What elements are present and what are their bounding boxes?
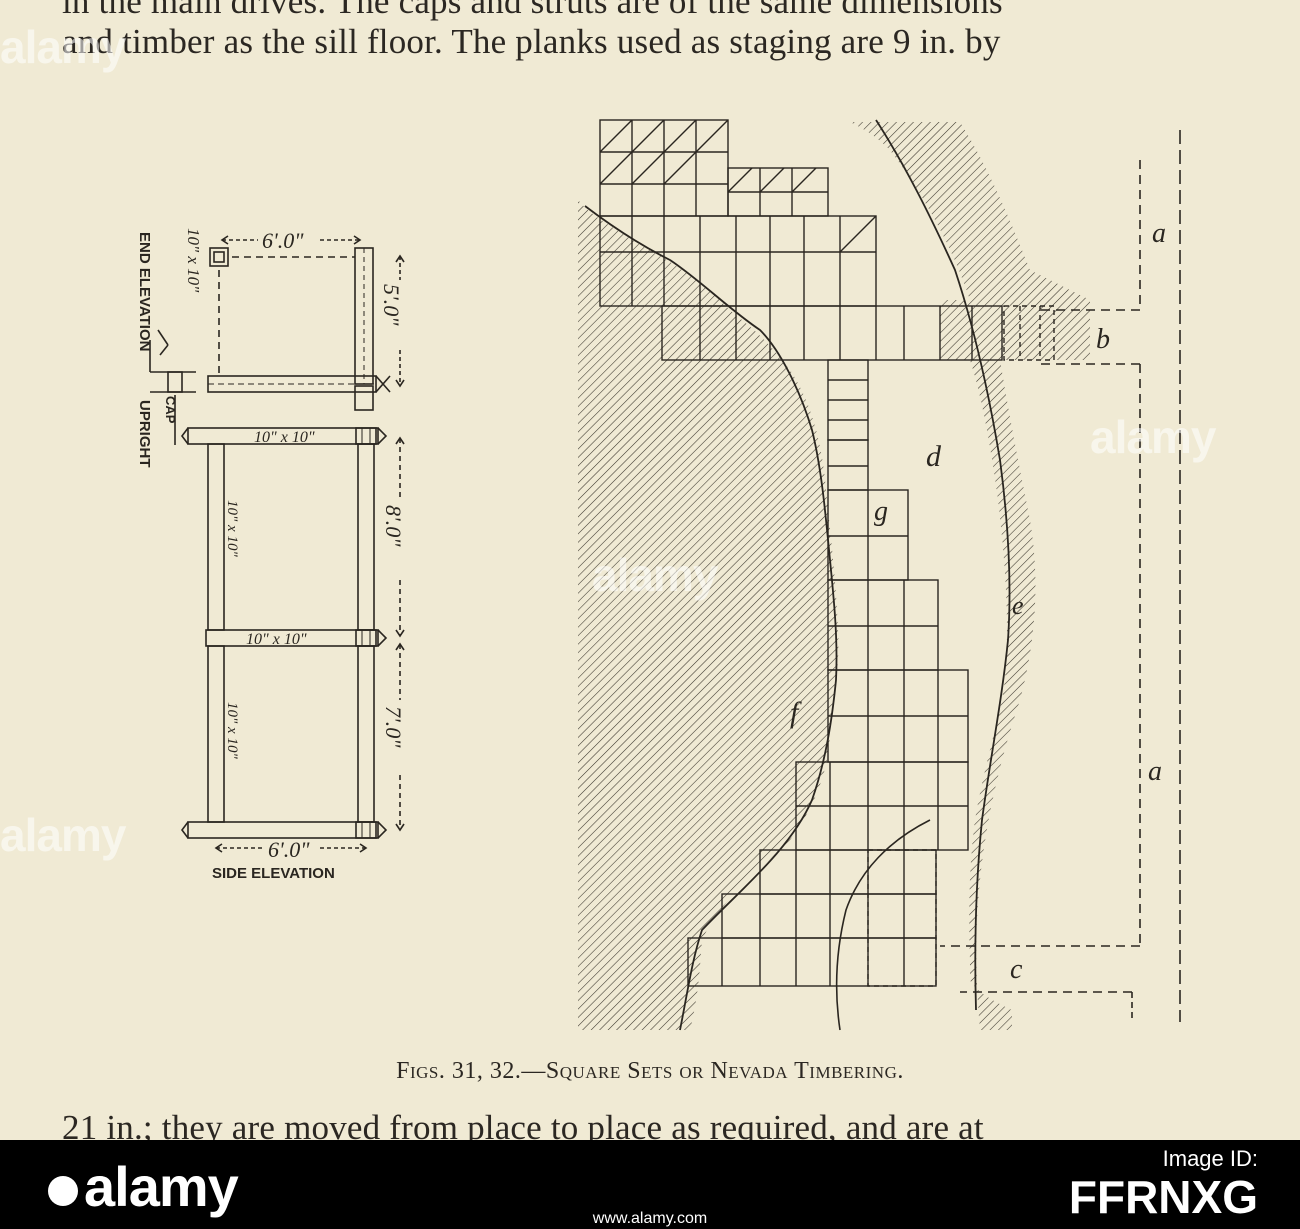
alamy-logo-text: alamy bbox=[84, 1155, 239, 1218]
image-id-block: Image ID: FFRNXG bbox=[1069, 1146, 1258, 1222]
dim-timber-square: 10" x 10" bbox=[184, 228, 203, 293]
image-id-code: FFRNXG bbox=[1068, 1171, 1258, 1223]
upright-label: UPRIGHT bbox=[136, 400, 153, 468]
square-set-timbering bbox=[599, 119, 1055, 987]
alamy-logo-icon bbox=[48, 1176, 78, 1207]
cap-label: CAP bbox=[163, 396, 178, 424]
alamy-logo[interactable]: alamy bbox=[48, 1154, 239, 1219]
watermark-3: alamy bbox=[592, 549, 718, 601]
body-text-line-3: 21 in.; they are moved from place to pla… bbox=[62, 1108, 984, 1140]
dim-height-low: 7'.0" bbox=[381, 706, 406, 748]
alamy-url[interactable]: www.alamy.com bbox=[592, 1210, 708, 1227]
dim-height-mid: 8'.0" bbox=[381, 505, 406, 547]
timbering-figure: END ELEVATION UPRIGHT CAP SIDE ELEVATION… bbox=[136, 119, 1181, 1031]
dim-post-lower: 10" x 10" bbox=[224, 702, 240, 759]
label-a-top: a bbox=[1152, 218, 1166, 249]
label-d: d bbox=[926, 440, 942, 473]
right-rock-wall bbox=[850, 122, 1090, 1030]
side-elevation-post-lower bbox=[207, 645, 225, 823]
drift-lines bbox=[940, 130, 1181, 1022]
body-text-line-2: and timber as the sill floor. The planks… bbox=[62, 22, 1001, 61]
side-elevation-sill bbox=[187, 821, 379, 839]
dim-width-bottom: 6'.0" bbox=[268, 837, 310, 862]
left-rock-wall bbox=[578, 200, 839, 1030]
side-elevation-post-upper bbox=[207, 443, 225, 631]
dim-post-upper: 10" x 10" bbox=[224, 500, 240, 557]
dim-width-top: 6'.0" bbox=[262, 228, 304, 253]
end-elevation-label: END ELEVATION bbox=[136, 232, 153, 351]
stock-footer-bar: alamy Image ID: FFRNXG www.alamy.com bbox=[0, 1140, 1300, 1229]
body-text-line-1: in the main drives. The caps and struts … bbox=[62, 0, 1003, 21]
watermark-4: alamy bbox=[0, 809, 126, 861]
book-page: in the main drives. The caps and struts … bbox=[0, 0, 1300, 1140]
fig31-diagram bbox=[149, 235, 405, 853]
watermark-1: alamy bbox=[0, 21, 126, 73]
caption-title: Square Sets or Nevada Timbering. bbox=[545, 1058, 904, 1084]
dim-height-top: 5'.0" bbox=[379, 284, 404, 326]
right-wall-edge bbox=[875, 119, 1011, 1011]
side-elevation-cap-top bbox=[187, 427, 379, 445]
dim-cap-lower: 10" x 10" bbox=[246, 631, 307, 648]
timber-cross-section bbox=[209, 247, 229, 267]
fig32-diagram bbox=[578, 119, 1181, 1031]
side-elevation-label: SIDE ELEVATION bbox=[212, 865, 335, 882]
side-elevation-cap-mid bbox=[205, 629, 379, 647]
label-g: g bbox=[874, 496, 888, 527]
dim-cap-upper: 10" x 10" bbox=[254, 429, 315, 446]
watermark-2: alamy bbox=[1090, 411, 1216, 463]
label-b: b bbox=[1096, 324, 1110, 355]
figure-caption: Figs. 31, 32.—Square Sets or Nevada Timb… bbox=[0, 1058, 1300, 1085]
timber-cross-section-inner bbox=[213, 251, 225, 263]
image-id-label: Image ID: bbox=[1162, 1146, 1258, 1171]
label-a-bottom: a bbox=[1148, 756, 1162, 787]
caption-prefix: Figs. 31, 32.— bbox=[396, 1058, 546, 1084]
label-c: c bbox=[1010, 954, 1023, 985]
label-e: e bbox=[1012, 591, 1024, 620]
